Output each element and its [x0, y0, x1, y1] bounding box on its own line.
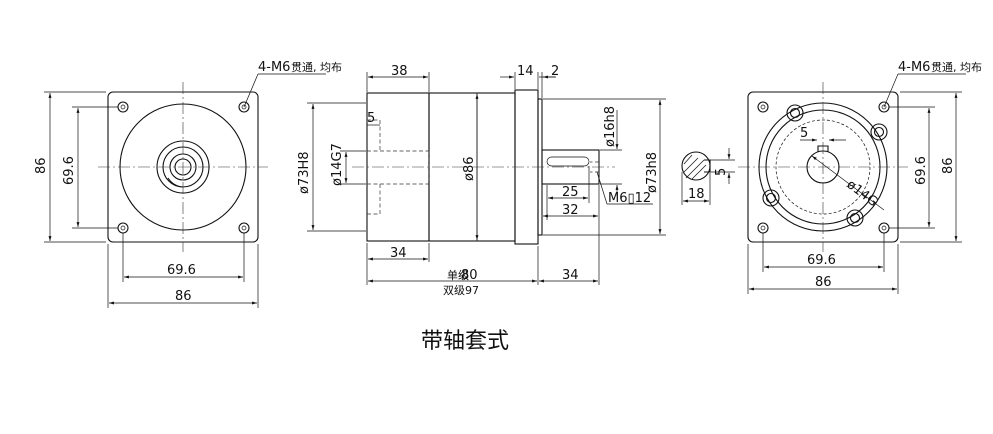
shaft-section-circle — [681, 151, 711, 181]
hub-keyway-arc — [167, 177, 183, 188]
rear-dim-bore: ø14G — [844, 177, 881, 210]
section-dim-18: 18 — [688, 187, 705, 202]
front-dim-width-outer: 86 — [175, 289, 192, 304]
section-dim-5: 5 — [714, 168, 729, 176]
side-dim-thread: M6▯12 — [608, 191, 651, 206]
rear-bosses — [762, 104, 888, 227]
rear-hole-note: 4-M6 — [898, 60, 930, 75]
side-dim-len-single: 80 — [461, 268, 478, 283]
side-dim-38: 38 — [391, 64, 408, 79]
side-dim-pilot-right: ø73h8 — [645, 152, 660, 193]
side-dim-34-left: 34 — [390, 246, 407, 261]
side-dim-5: 5 — [367, 111, 375, 126]
shaft-section-key — [704, 159, 711, 173]
front-hole-note: 4-M6 — [258, 60, 290, 75]
front-dim-height-inner: 69.6 — [62, 156, 77, 185]
side-dim-14: 14 — [517, 64, 534, 79]
side-dim-len-single-label: 单级 — [447, 269, 469, 282]
output-shaft — [541, 149, 600, 185]
rear-view: 5 ø14G 4-M6 贯通, 均布 69.6 86 69.6 86 — [738, 60, 982, 294]
side-view: 38 14 2 5 ø14G7 ø73H8 ø86 ø16h8 — [297, 64, 666, 297]
drawing-caption: 带轴套式 — [421, 329, 509, 354]
side-dim-len-double: 双级97 — [443, 284, 479, 297]
side-dim-32: 32 — [562, 203, 579, 218]
side-dim-body: ø86 — [462, 157, 477, 182]
side-dim-pilot-left: ø73H8 — [297, 151, 312, 194]
front-hole-note-small: 贯通, 均布 — [291, 61, 342, 74]
shaft-section: 5 18 — [681, 148, 735, 205]
front-dim-height-outer: 86 — [34, 157, 49, 174]
side-dim-shaft: ø16h8 — [603, 106, 618, 147]
side-dim-bore: ø14G7 — [330, 143, 345, 186]
rear-hole-note-small: 贯通, 均布 — [931, 61, 982, 74]
front-view: 4-M6 贯通, 均布 86 69.6 69.6 86 — [34, 60, 342, 308]
rear-dim-height-outer: 86 — [941, 157, 956, 174]
side-dim-25: 25 — [562, 185, 579, 200]
shaft-keyway — [546, 156, 590, 167]
rear-dim-height-inner: 69.6 — [914, 156, 929, 185]
front-dim-width-inner: 69.6 — [167, 263, 196, 278]
side-dim-2: 2 — [551, 64, 559, 79]
mounting-holes — [117, 101, 250, 234]
rear-dim-key: 5 — [800, 126, 808, 141]
rear-dim-width-outer: 86 — [815, 275, 832, 290]
rear-dim-width-inner: 69.6 — [807, 253, 836, 268]
side-dim-34-right: 34 — [562, 268, 579, 283]
